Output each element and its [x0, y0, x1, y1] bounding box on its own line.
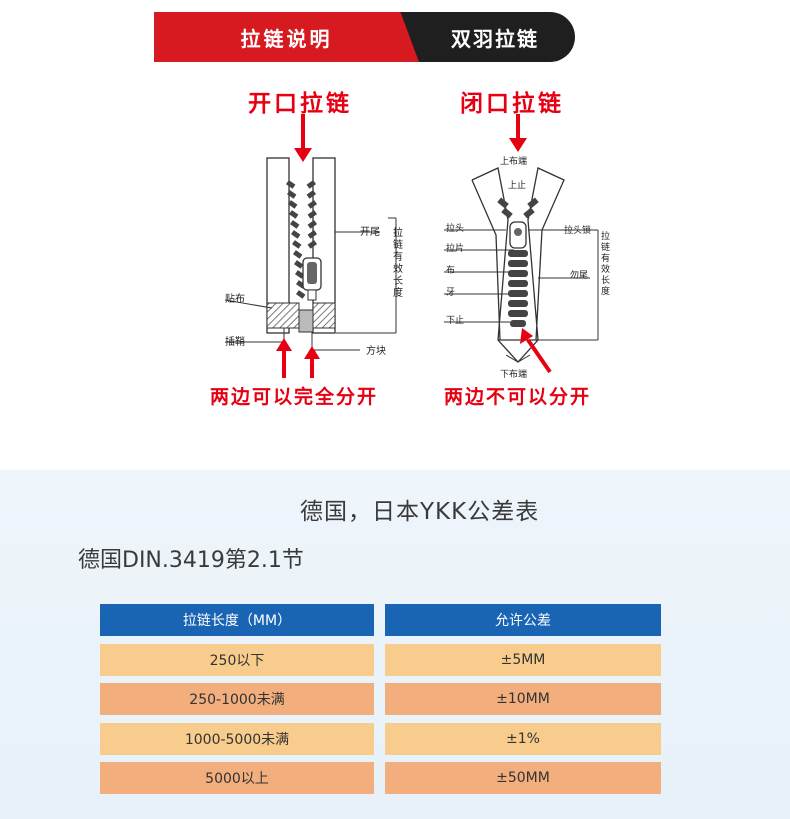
tolerance-title: 德国，日本YKK公差表	[300, 499, 540, 525]
closed-zipper-diagram	[444, 114, 599, 374]
zipper-explanation-section: 拉链说明 双羽拉链 开口拉链 闭口拉链	[154, 12, 611, 408]
label-bottom-stop: 下止	[446, 316, 465, 326]
label-tape: 布	[446, 266, 456, 276]
tab-double-feather-zipper[interactable]: 双羽拉链	[395, 12, 575, 62]
tolerance-section: 德国，日本YKK公差表 德国DIN.3419第2.1节 拉链长度（MM） 允许公…	[0, 470, 790, 819]
label-teeth: 牙	[446, 288, 456, 298]
tab-label: 拉链说明	[240, 26, 333, 51]
label-closed-length: 拉链有效长度	[601, 232, 611, 297]
open-zipper-caption: 两边可以完全分开	[210, 386, 379, 408]
table-header-length: 拉链长度（MM）	[100, 604, 374, 636]
table-cell-length: 1000-5000未满	[100, 723, 374, 755]
table-cell-tolerance: ±10MM	[385, 683, 661, 715]
open-zipper-heading: 开口拉链	[248, 91, 352, 117]
open-zipper-diagram	[224, 114, 397, 378]
table-header-tolerance: 允许公差	[385, 604, 661, 636]
label-open-end: 开尾	[360, 227, 380, 238]
table-cell-length: 250以下	[100, 644, 374, 676]
table-cell-length: 250-1000未满	[100, 683, 374, 715]
label-slider-lock: 拉头锁	[564, 226, 592, 236]
table-cell-tolerance: ±50MM	[385, 762, 661, 794]
label-box: 方块	[366, 346, 386, 357]
closed-zipper-heading: 闭口拉链	[460, 91, 564, 117]
label-hook-tail: 勿尾	[570, 271, 589, 281]
label-pin: 插鞘	[225, 337, 245, 348]
label-bottom-tape-end: 下布端	[500, 370, 528, 380]
table-cell-length: 5000以上	[100, 762, 374, 794]
tab-label: 双羽拉链	[451, 26, 539, 51]
label-tape-patch: 贴布	[225, 294, 245, 305]
tab-zipper-explanation[interactable]: 拉链说明	[154, 12, 419, 62]
label-puller: 拉片	[446, 244, 465, 254]
label-top-tape-end: 上布端	[500, 157, 528, 167]
closed-zipper-caption: 两边不可以分开	[444, 386, 592, 408]
table-cell-tolerance: ±1%	[385, 723, 661, 755]
table-cell-tolerance: ±5MM	[385, 644, 661, 676]
tolerance-subtitle: 德国DIN.3419第2.1节	[78, 548, 304, 573]
label-top-stop: 上止	[508, 181, 527, 191]
label-open-length: 拉链有效长度	[393, 228, 403, 299]
label-slider: 拉头	[446, 224, 465, 234]
